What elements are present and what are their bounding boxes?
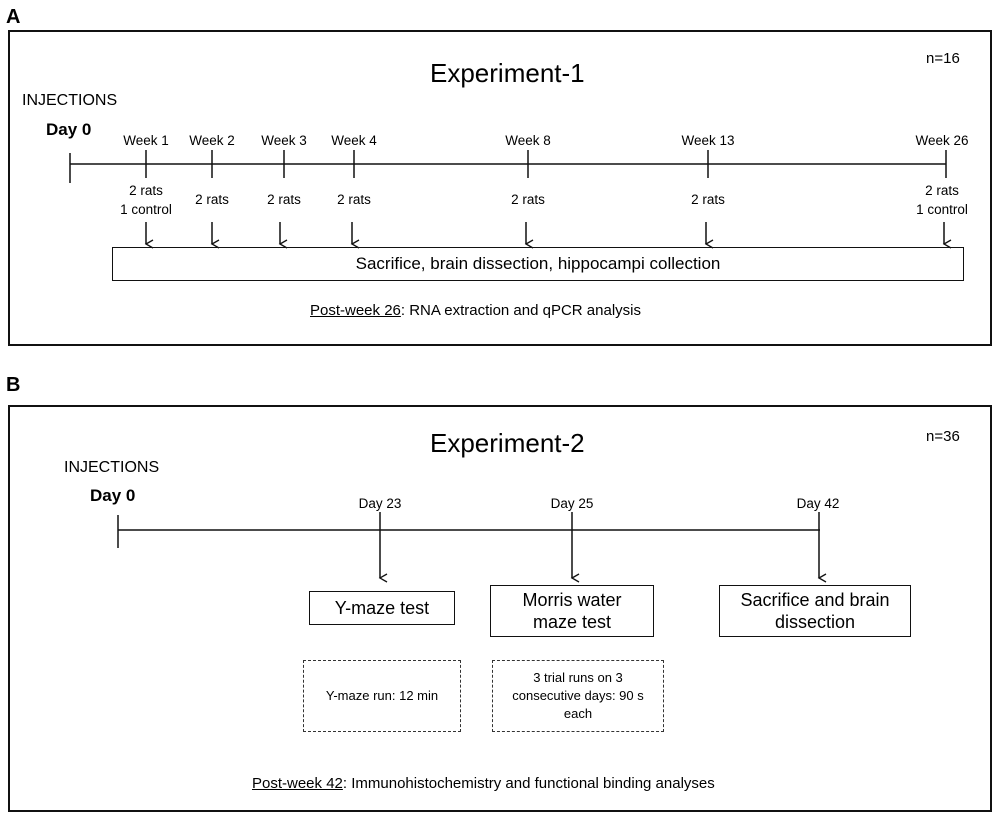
panel-a-week-label: Week 1 xyxy=(123,133,169,148)
panel-a-day0-label: Day 0 xyxy=(46,120,92,139)
panel-a-week-label: Week 13 xyxy=(681,133,735,148)
panel-a-rat-count: 2 rats xyxy=(267,192,301,207)
panel-b-sample-size: n=36 xyxy=(926,428,960,445)
panel-a-rat-count: 2 rats xyxy=(691,192,725,207)
panel-a-control-line: 1 control xyxy=(916,202,968,217)
panel-a-week-label: Week 26 xyxy=(915,133,969,148)
panel-b-title: Experiment-2 xyxy=(430,428,585,458)
panel-b-footer: Post-week 42: Immunohistochemistry and f… xyxy=(252,775,715,792)
panel-a-rat-count: 2 rats xyxy=(195,192,229,207)
panel-b-morris-detail-box: 3 trial runs on 3 consecutive days: 90 s… xyxy=(492,660,664,732)
panel-a-sacrifice-box: Sacrifice, brain dissection, hippocampi … xyxy=(112,247,964,281)
panel-a-week-label: Week 4 xyxy=(331,133,377,148)
panel-a-footer-text: : RNA extraction and qPCR analysis xyxy=(400,302,642,319)
panel-b-ymaze-detail-box: Y-maze run: 12 min xyxy=(303,660,461,732)
panel-a-injections-label: INJECTIONS xyxy=(22,92,118,109)
panel-a-rat-count: 2 rats 1 control xyxy=(916,181,968,219)
panel-a-letter: A xyxy=(6,6,21,28)
panel-a-week-label: Week 3 xyxy=(261,133,307,148)
panel-a-sample-size: n=16 xyxy=(926,50,960,67)
panel-b-frame xyxy=(8,405,992,812)
panel-b-morris-box: Morris water maze test xyxy=(490,585,654,637)
panel-b-day-label: Day 25 xyxy=(550,496,594,511)
panel-b-footer-emphasis: Post-week 42 xyxy=(252,775,343,792)
panel-b-footer-text: : Immunohistochemistry and functional bi… xyxy=(342,775,715,792)
panel-b-letter: B xyxy=(6,374,21,396)
panel-a-control-line: 1 control xyxy=(120,202,172,217)
panel-a-rat-line: 2 rats xyxy=(925,183,959,198)
panel-a-rat-count: 2 rats 1 control xyxy=(120,181,172,219)
panel-a-rat-line: 2 rats xyxy=(129,183,163,198)
panel-b-day-label: Day 42 xyxy=(796,496,840,511)
panel-a-frame xyxy=(8,30,992,346)
panel-a-week-label: Week 2 xyxy=(189,133,235,148)
panel-b-ymaze-box: Y-maze test xyxy=(309,591,455,625)
panel-a-rat-count: 2 rats xyxy=(511,192,545,207)
panel-b-day0-label: Day 0 xyxy=(90,486,136,505)
panel-a-footer-emphasis: Post-week 26 xyxy=(310,302,401,319)
panel-a-title: Experiment-1 xyxy=(430,58,585,88)
panel-a-week-label: Week 8 xyxy=(505,133,551,148)
panel-b-day-label: Day 23 xyxy=(358,496,402,511)
panel-b-injections-label: INJECTIONS xyxy=(64,459,160,476)
panel-a-rat-count: 2 rats xyxy=(337,192,371,207)
panel-a-footer: Post-week 26: RNA extraction and qPCR an… xyxy=(310,302,641,319)
panel-b-sacrifice-box: Sacrifice and brain dissection xyxy=(719,585,911,637)
